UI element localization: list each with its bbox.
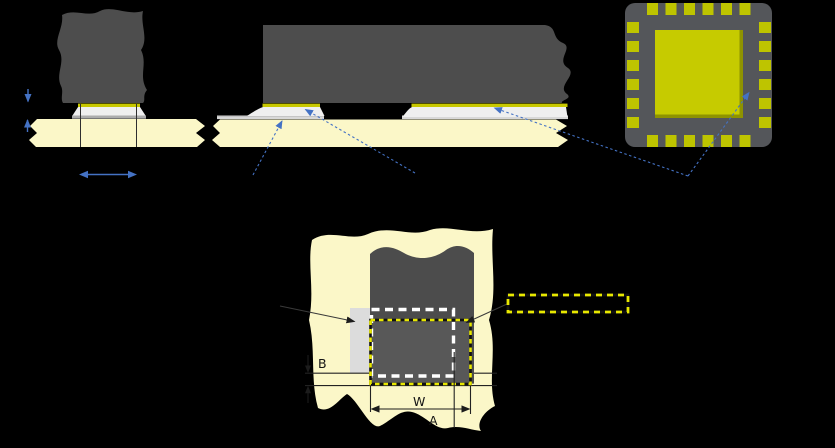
dimension-W-arrowheads	[370, 405, 471, 413]
solder-mask-opening-outline-yellow-dashed	[369, 318, 472, 386]
label-B: B	[318, 356, 327, 371]
component-pad-copper	[78, 103, 140, 107]
solder-left	[247, 107, 325, 116]
pcb-substrate-2	[212, 119, 568, 147]
figure4-land-pattern-detail: B W A	[279, 228, 630, 431]
construction-lines-v	[369, 352, 472, 428]
trace-line-right	[402, 115, 568, 120]
leader-lines-black	[279, 303, 508, 324]
pcb-pad-line	[72, 115, 146, 119]
blue-dimension-arrows	[24, 89, 130, 176]
extension-lines	[80, 104, 137, 147]
figure1-component-cross-section	[24, 9, 205, 179]
solder-right	[402, 107, 568, 117]
solder-joint	[72, 107, 146, 116]
qfn-center-pad	[655, 30, 743, 118]
leader-mask-opening	[465, 303, 508, 323]
pad-width-arrowheads	[79, 170, 137, 179]
figure3-qfn-bottom-view	[625, 3, 772, 147]
leader-pad-right	[493, 107, 689, 177]
leader-pad-left	[304, 108, 416, 174]
component-body	[57, 9, 147, 103]
qfn-pad-copper-right	[411, 103, 568, 107]
qfn-pad-copper-left	[262, 103, 320, 107]
label-W: W	[413, 394, 425, 409]
trace-line-left	[217, 115, 324, 120]
pcb-substrate	[29, 119, 205, 147]
leader-trace	[252, 120, 283, 176]
solder-mask-web-rect	[350, 308, 370, 374]
qfn-perimeter-pads	[627, 3, 771, 147]
leader-lines-blue	[252, 91, 750, 177]
legend-solder-mask-swatch	[506, 293, 630, 314]
copper-trace-band	[370, 246, 474, 384]
label-A: A	[429, 413, 438, 428]
dimension-B-arrowheads	[305, 365, 311, 394]
leader-mask-web	[279, 305, 356, 324]
qfn-body-side	[263, 25, 571, 103]
leader-qfn-pads	[687, 91, 750, 177]
legend-underlay	[506, 293, 630, 314]
figure2-qfn-cross-section	[212, 25, 571, 147]
